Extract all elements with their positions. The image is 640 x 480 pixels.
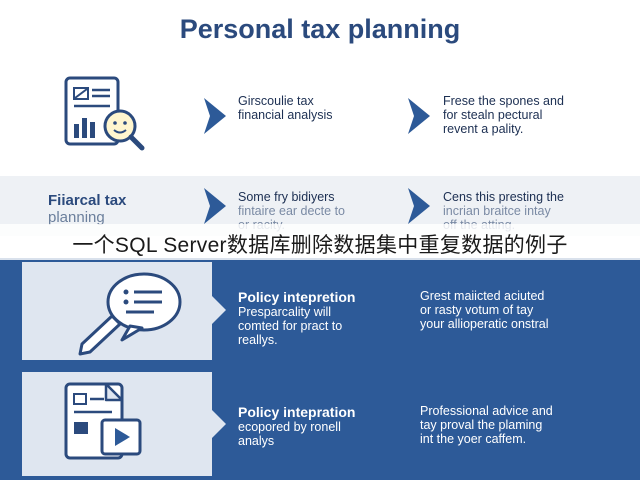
- document-play-icon: [64, 382, 142, 460]
- row1-col2-line-1: Girscoulie tax: [238, 94, 314, 108]
- caption-overlay: [0, 224, 640, 260]
- row1-col3-line-3: revent a pality.: [443, 122, 524, 136]
- card-2-pointer: [212, 410, 226, 438]
- row4-col3-line-1: Professional advice and: [420, 404, 553, 418]
- row2-col2-line-1: Some fry bidiyers: [238, 190, 335, 204]
- row3-col3-text: Grest maiicted aciuted or rasty votum of…: [420, 289, 549, 331]
- chevron-right-icon: [404, 186, 434, 226]
- row3-title: Policy intepretion: [238, 289, 356, 305]
- chevron-right-icon: [200, 96, 230, 136]
- chevron-right-icon: [404, 96, 434, 136]
- speech-bubble-pen-icon: [78, 272, 182, 356]
- row3-col2-text: Presparcality will comted for pract to r…: [238, 305, 342, 347]
- row2-col3-line-2: incrian braitce intay: [443, 204, 551, 218]
- row4-col3-line-2: tay proval the plaming: [420, 418, 543, 432]
- row1-col3-line-1: Frese the spones and: [443, 94, 564, 108]
- row4-col2-line-1: ecopored by ronell: [238, 420, 341, 434]
- chevron-right-icon: [200, 186, 230, 226]
- row2-col2-line-2: fintaire ear decte to: [238, 204, 346, 218]
- row3-col3-line-3: your allioperatic onstral: [420, 317, 549, 331]
- row2-side-title-line-1: Fiiarcal tax: [48, 192, 127, 209]
- row3-col2-line-1: Presparcality will: [238, 305, 332, 319]
- row-financial-analysis: Girscoulie tax financial analysis Frese …: [0, 66, 640, 174]
- row1-col2-line-2: financial analysis: [238, 108, 333, 122]
- row1-col3-line-2: for stealn pectural: [443, 108, 543, 122]
- row4-col3-line-3: int the yoer caffem.: [420, 432, 527, 446]
- row3-col3-line-1: Grest maiicted aciuted: [420, 289, 545, 303]
- row3-col2-line-3: reallys.: [238, 333, 278, 347]
- card-document-play: [22, 372, 212, 476]
- document-chart-magnifier-icon: [62, 76, 154, 154]
- row2-side-title-line-2: planning: [48, 209, 105, 226]
- page-title: Personal tax planning: [179, 14, 461, 44]
- row3-col3-line-2: or rasty votum of tay: [420, 303, 534, 317]
- row2-col3-line-1: Cens this presting the: [443, 190, 564, 204]
- row4-col2-text: ecopored by ronell analys: [238, 420, 341, 448]
- row3-col2-line-2: comted for pract to: [238, 319, 343, 333]
- row4-title: Policy intepration: [238, 404, 356, 420]
- row4-col3-text: Professional advice and tay proval the p…: [420, 404, 553, 446]
- row1-col3-text: Frese the spones and for stealn pectural…: [443, 94, 564, 136]
- row2-side-title: Fiiarcal tax planning: [48, 192, 126, 226]
- row4-col2-line-2: analys: [238, 434, 275, 448]
- caption-text: 一个SQL Server数据库删除数据集中重复数据的例子: [72, 234, 568, 257]
- row1-col2-text: Girscoulie tax financial analysis: [238, 94, 333, 122]
- card-speech-pen: [22, 262, 212, 360]
- card-1-pointer: [212, 296, 226, 324]
